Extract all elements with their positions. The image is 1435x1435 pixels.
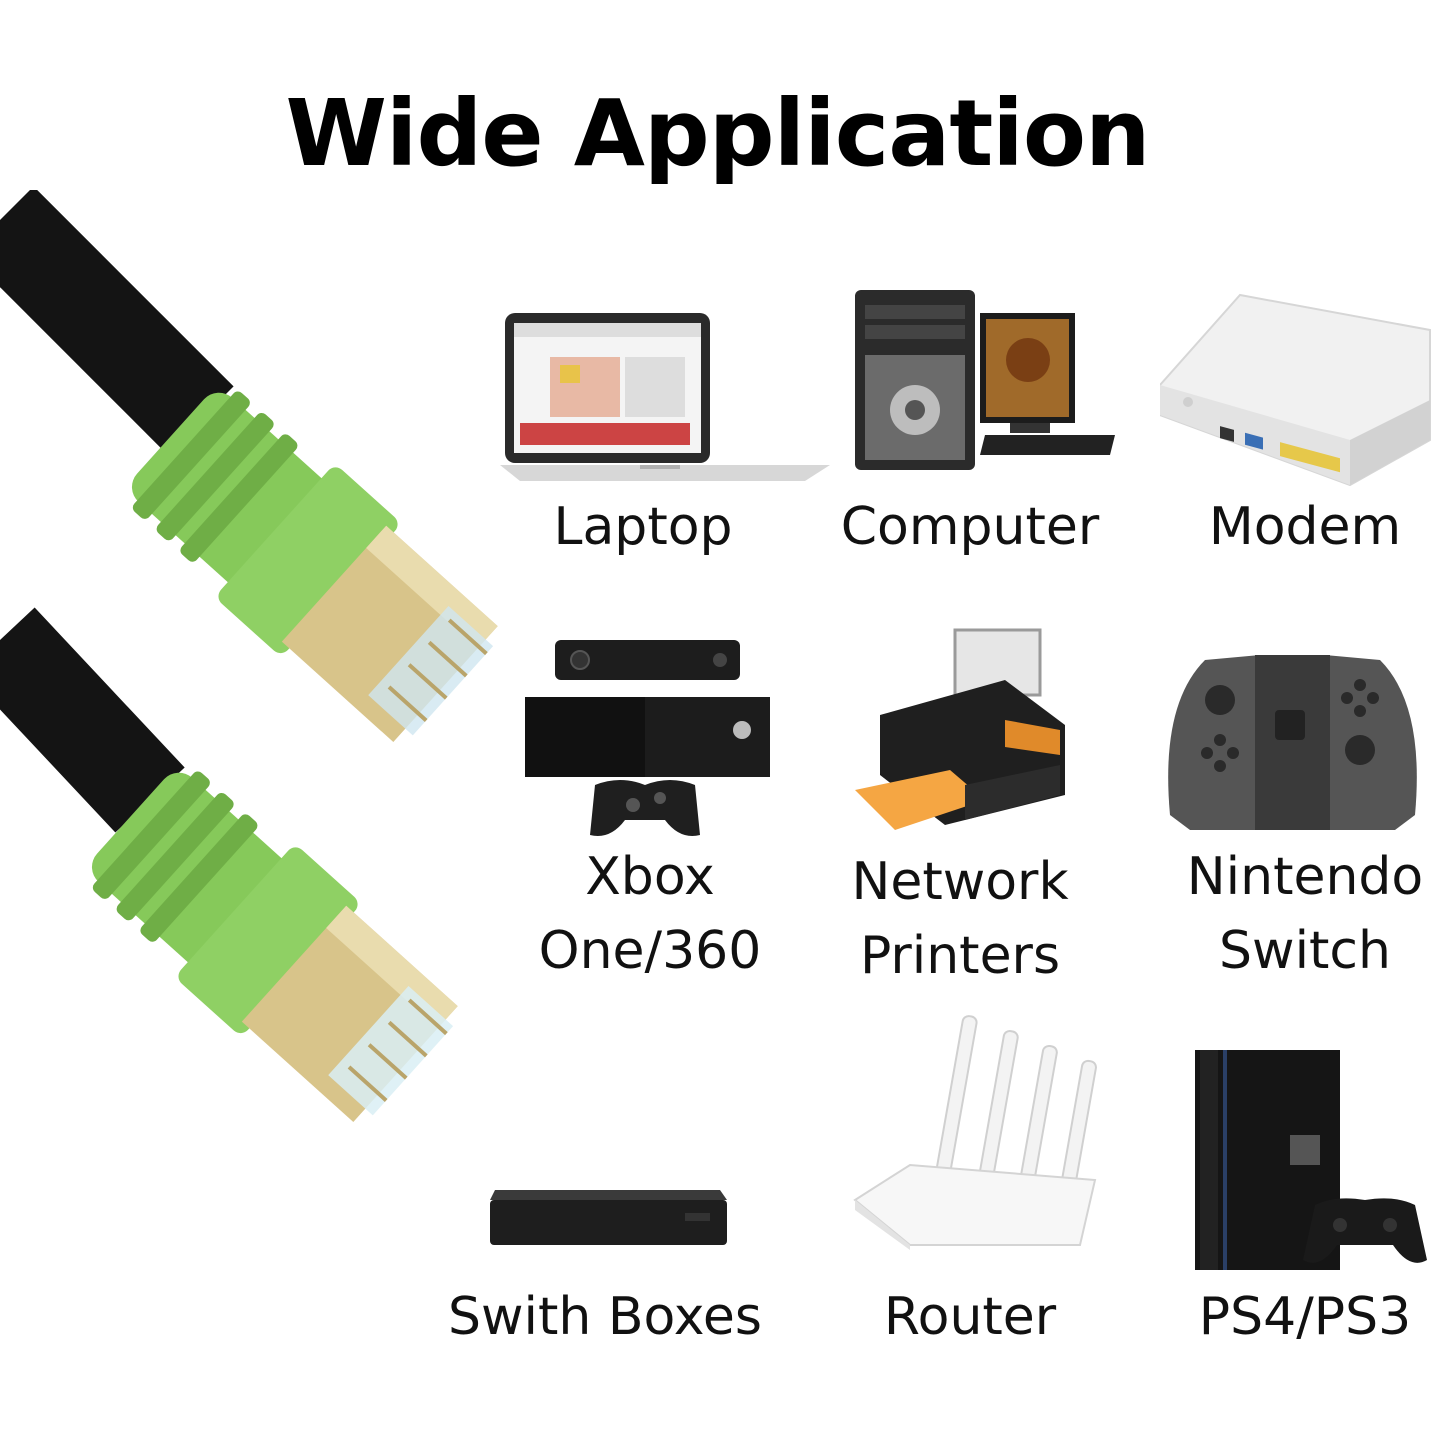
xbox-label: Xbox One/360 — [538, 847, 762, 981]
nintendo-switch-label: Nintendo Switch — [1186, 847, 1424, 981]
xbox-icon — [520, 635, 780, 845]
ethernet-cable-icon — [0, 190, 520, 1140]
printer-icon — [855, 625, 1075, 835]
router-icon — [850, 1005, 1100, 1250]
ps4-icon — [1195, 1045, 1430, 1275]
computer-label: Computer — [840, 497, 1100, 557]
router-label: Router — [883, 1287, 1057, 1347]
nintendo-switch-icon — [1165, 645, 1420, 835]
modem-label: Modem — [1208, 497, 1402, 557]
laptop-icon — [500, 305, 830, 485]
page-title: Wide Application — [285, 80, 1150, 187]
switch-box-label: Swith Boxes — [447, 1287, 762, 1347]
modem-icon — [1160, 290, 1435, 490]
computer-icon — [850, 285, 1120, 475]
switch-box-icon — [485, 1185, 730, 1250]
laptop-label: Laptop — [553, 497, 733, 557]
ps4-label: PS4/PS3 — [1198, 1287, 1412, 1347]
printer-label: Network Printers — [851, 852, 1069, 986]
